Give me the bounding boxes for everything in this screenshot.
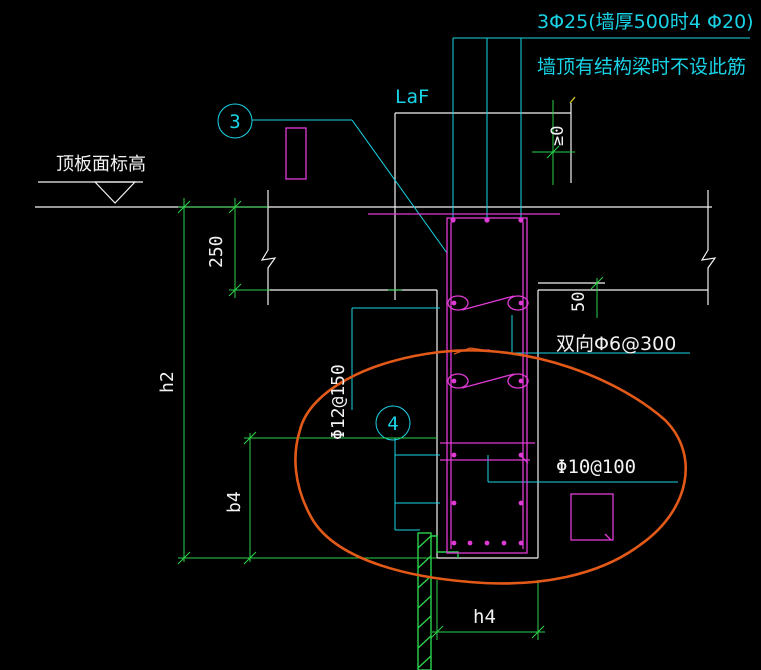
rebar-dots [450,217,524,546]
rebar-dot [451,452,457,458]
callout-circle-4 [375,405,411,441]
dim-b4-tick-top [243,431,257,445]
break-line-right [700,190,717,305]
laf-label: LaF [395,86,429,108]
laf-end-mark [569,96,576,104]
rebar-dot [451,500,457,506]
plate-hatch-1 [417,535,432,549]
rebar-dot [467,540,473,546]
rebar-dot [451,378,457,384]
rebar-dot [451,300,457,306]
dim-geq0-tick [546,145,560,159]
rebar-dot [518,452,524,458]
rebar-dot [518,540,524,546]
slab-elevation-label: 顶板面标高 [56,154,146,175]
rebar-dot [484,217,490,223]
rebar-dot [518,217,524,223]
dim-250-tick-bottom [228,283,242,297]
break-line-left [260,190,277,305]
rebar-dot [518,378,524,384]
text-labels: 3Φ25(墙厚500时4 Φ20) 墙顶有结构梁时不设此筋 LaF 3 4 顶板… [56,11,754,628]
dim-b4-tick-bottom [243,551,257,565]
rebar-dot [501,540,507,546]
steel-angle-leg [431,535,459,558]
dim-h2-tick-top [177,200,191,214]
callout-4-number: 4 [387,413,398,435]
dim-50-tick [590,276,604,290]
rebar-dot [518,500,524,506]
plate-hatch-6 [417,635,432,649]
tie-bar-1 [461,295,515,311]
horizontal-bar-spec-label: Φ10@100 [556,456,636,478]
rebar-dot [518,300,524,306]
dim-50-label: 50 [569,292,589,312]
dim-250-tick-top [228,200,242,214]
plate-hatch-5 [417,615,432,629]
elevation-triangle [93,181,137,204]
plate-hatch-2 [417,555,432,569]
dim-b4-label: b4 [224,491,245,513]
stirrup-spec-label: Φ12@150 [328,364,349,440]
top-note-label: 墙顶有结构梁时不设此筋 [537,56,746,78]
plate-hatch-4 [417,595,432,609]
tie-hook-left-1 [447,295,469,311]
rebar-dot [451,540,457,546]
dim-geq0-label: ≥0 [548,126,568,146]
section-marker-upper [285,127,307,180]
tie-bar-2 [461,373,515,389]
dim-h4-tick-left [430,625,444,639]
rebar-dot [484,540,490,546]
rebar-cage [285,127,614,554]
highlight-ellipse [294,349,687,585]
plate-hatch-7 [417,655,432,669]
dim-h4-tick-right [531,625,545,639]
rebar-dot [450,217,456,223]
top-rebar-label: 3Φ25(墙厚500时4 Φ20) [537,11,754,33]
section-marker-lower [570,493,614,541]
callout-circle-3 [217,103,253,139]
steel-plate [417,532,432,670]
callout-3-number: 3 [229,111,240,133]
section-marker-lower-mark [604,533,612,541]
tie-hook-right-2 [507,373,529,389]
callout-3-leader-diag [351,119,448,254]
concrete-outline [35,103,717,559]
dim-h2-tick-bottom [177,551,191,565]
tie-hook-left-2 [447,373,469,389]
dim-250-label: 250 [206,235,227,268]
dim-h2-label: h2 [157,371,178,393]
dimension-lines [177,100,604,640]
tie-hook-right-1 [507,295,529,311]
dim-h4-label: h4 [473,606,496,628]
tie-bar-spec-label: 双向Φ6@300 [556,333,676,355]
annotation-lines [217,37,750,531]
stirrup-outline [446,217,528,554]
